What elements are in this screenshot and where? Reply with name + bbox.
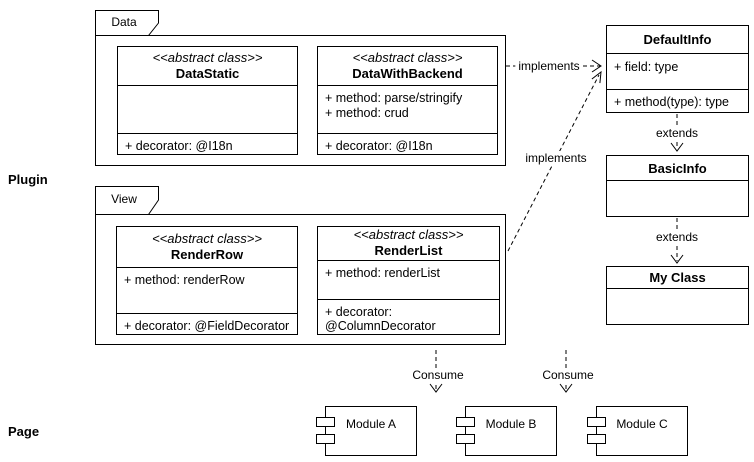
component-module-c: Module C: [587, 406, 688, 456]
decorator-compartment: + decorator: @I18n: [118, 133, 297, 154]
extends-label-1: extends: [652, 126, 702, 140]
decorator-compartment: + decorator: @ColumnDecorator: [318, 298, 499, 335]
methods-compartment: + method: parse/stringify + method: crud: [318, 85, 497, 133]
field-compartment: + field: type: [607, 53, 748, 89]
empty-compartment: [607, 180, 748, 216]
data-package-label: Data: [111, 15, 137, 29]
class-title: <<abstract class>> RenderList: [318, 227, 499, 260]
stereotype-label: <<abstract class>>: [353, 227, 464, 243]
consume-arrow-2: [559, 350, 573, 393]
plugin-section-label: Plugin: [8, 172, 48, 187]
decorator-compartment: + decorator: @I18n: [318, 133, 497, 154]
stereotype-label: <<abstract class>>: [152, 49, 263, 65]
component-port-icon: [587, 417, 606, 427]
component-module-a: Module A: [316, 406, 417, 456]
extends-label-2: extends: [652, 230, 702, 244]
methods-compartment: [118, 85, 297, 133]
module-label: Module A: [345, 417, 397, 431]
method-compartment: + method(type): type: [607, 89, 748, 112]
module-label: Module C: [616, 417, 668, 431]
class-name: DataStatic: [175, 66, 240, 81]
class-name: RenderList: [374, 243, 443, 259]
component-port-icon: [456, 417, 475, 427]
class-renderrow: <<abstract class>> RenderRow + method: r…: [116, 226, 298, 335]
stereotype-label: <<abstract class>>: [152, 230, 262, 246]
view-package-label: View: [111, 192, 137, 206]
consume-label-2: Consume: [539, 368, 597, 382]
component-port-icon: [316, 434, 335, 444]
stereotype-label: <<abstract class>>: [352, 49, 463, 65]
class-name: DefaultInfo: [643, 32, 712, 47]
class-name: RenderRow: [170, 247, 244, 262]
class-datastatic: <<abstract class>> DataStatic + decorato…: [117, 46, 298, 155]
class-renderlist: <<abstract class>> RenderList + method: …: [317, 226, 500, 335]
component-port-icon: [587, 434, 606, 444]
class-name: DataWithBackend: [352, 66, 463, 81]
view-package-tab: [95, 186, 159, 215]
class-title: <<abstract class>> DataStatic: [118, 47, 297, 85]
implements-label-2: implements: [522, 151, 590, 165]
component-module-b: Module B: [456, 406, 557, 456]
consume-label-1: Consume: [409, 368, 467, 382]
methods-compartment: + method: renderList: [318, 259, 499, 299]
class-defaultinfo: DefaultInfo + field: type + method(type)…: [606, 25, 749, 113]
method-entry: + method: crud: [325, 105, 409, 120]
class-myclass: My Class: [606, 266, 749, 325]
module-label: Module B: [485, 417, 537, 431]
implements-label-1: implements: [515, 59, 583, 73]
class-title: <<abstract class>> DataWithBackend: [318, 47, 497, 85]
page-section-label: Page: [8, 424, 40, 439]
empty-compartment: [607, 288, 748, 324]
component-port-icon: [456, 434, 475, 444]
component-port-icon: [316, 417, 335, 427]
methods-compartment: + method: renderRow: [117, 267, 297, 313]
data-package-tab: [95, 10, 159, 36]
class-title: <<abstract class>> RenderRow: [117, 227, 297, 267]
class-name: BasicInfo: [648, 160, 707, 176]
method-entry: + method: parse/stringify: [325, 91, 463, 105]
consume-arrow-1: [429, 350, 443, 393]
class-name: My Class: [649, 270, 706, 285]
class-basicinfo: BasicInfo: [606, 155, 749, 217]
decorator-compartment: + decorator: @FieldDecorator: [117, 313, 297, 334]
class-datawithbackend: <<abstract class>> DataWithBackend + met…: [317, 46, 498, 155]
